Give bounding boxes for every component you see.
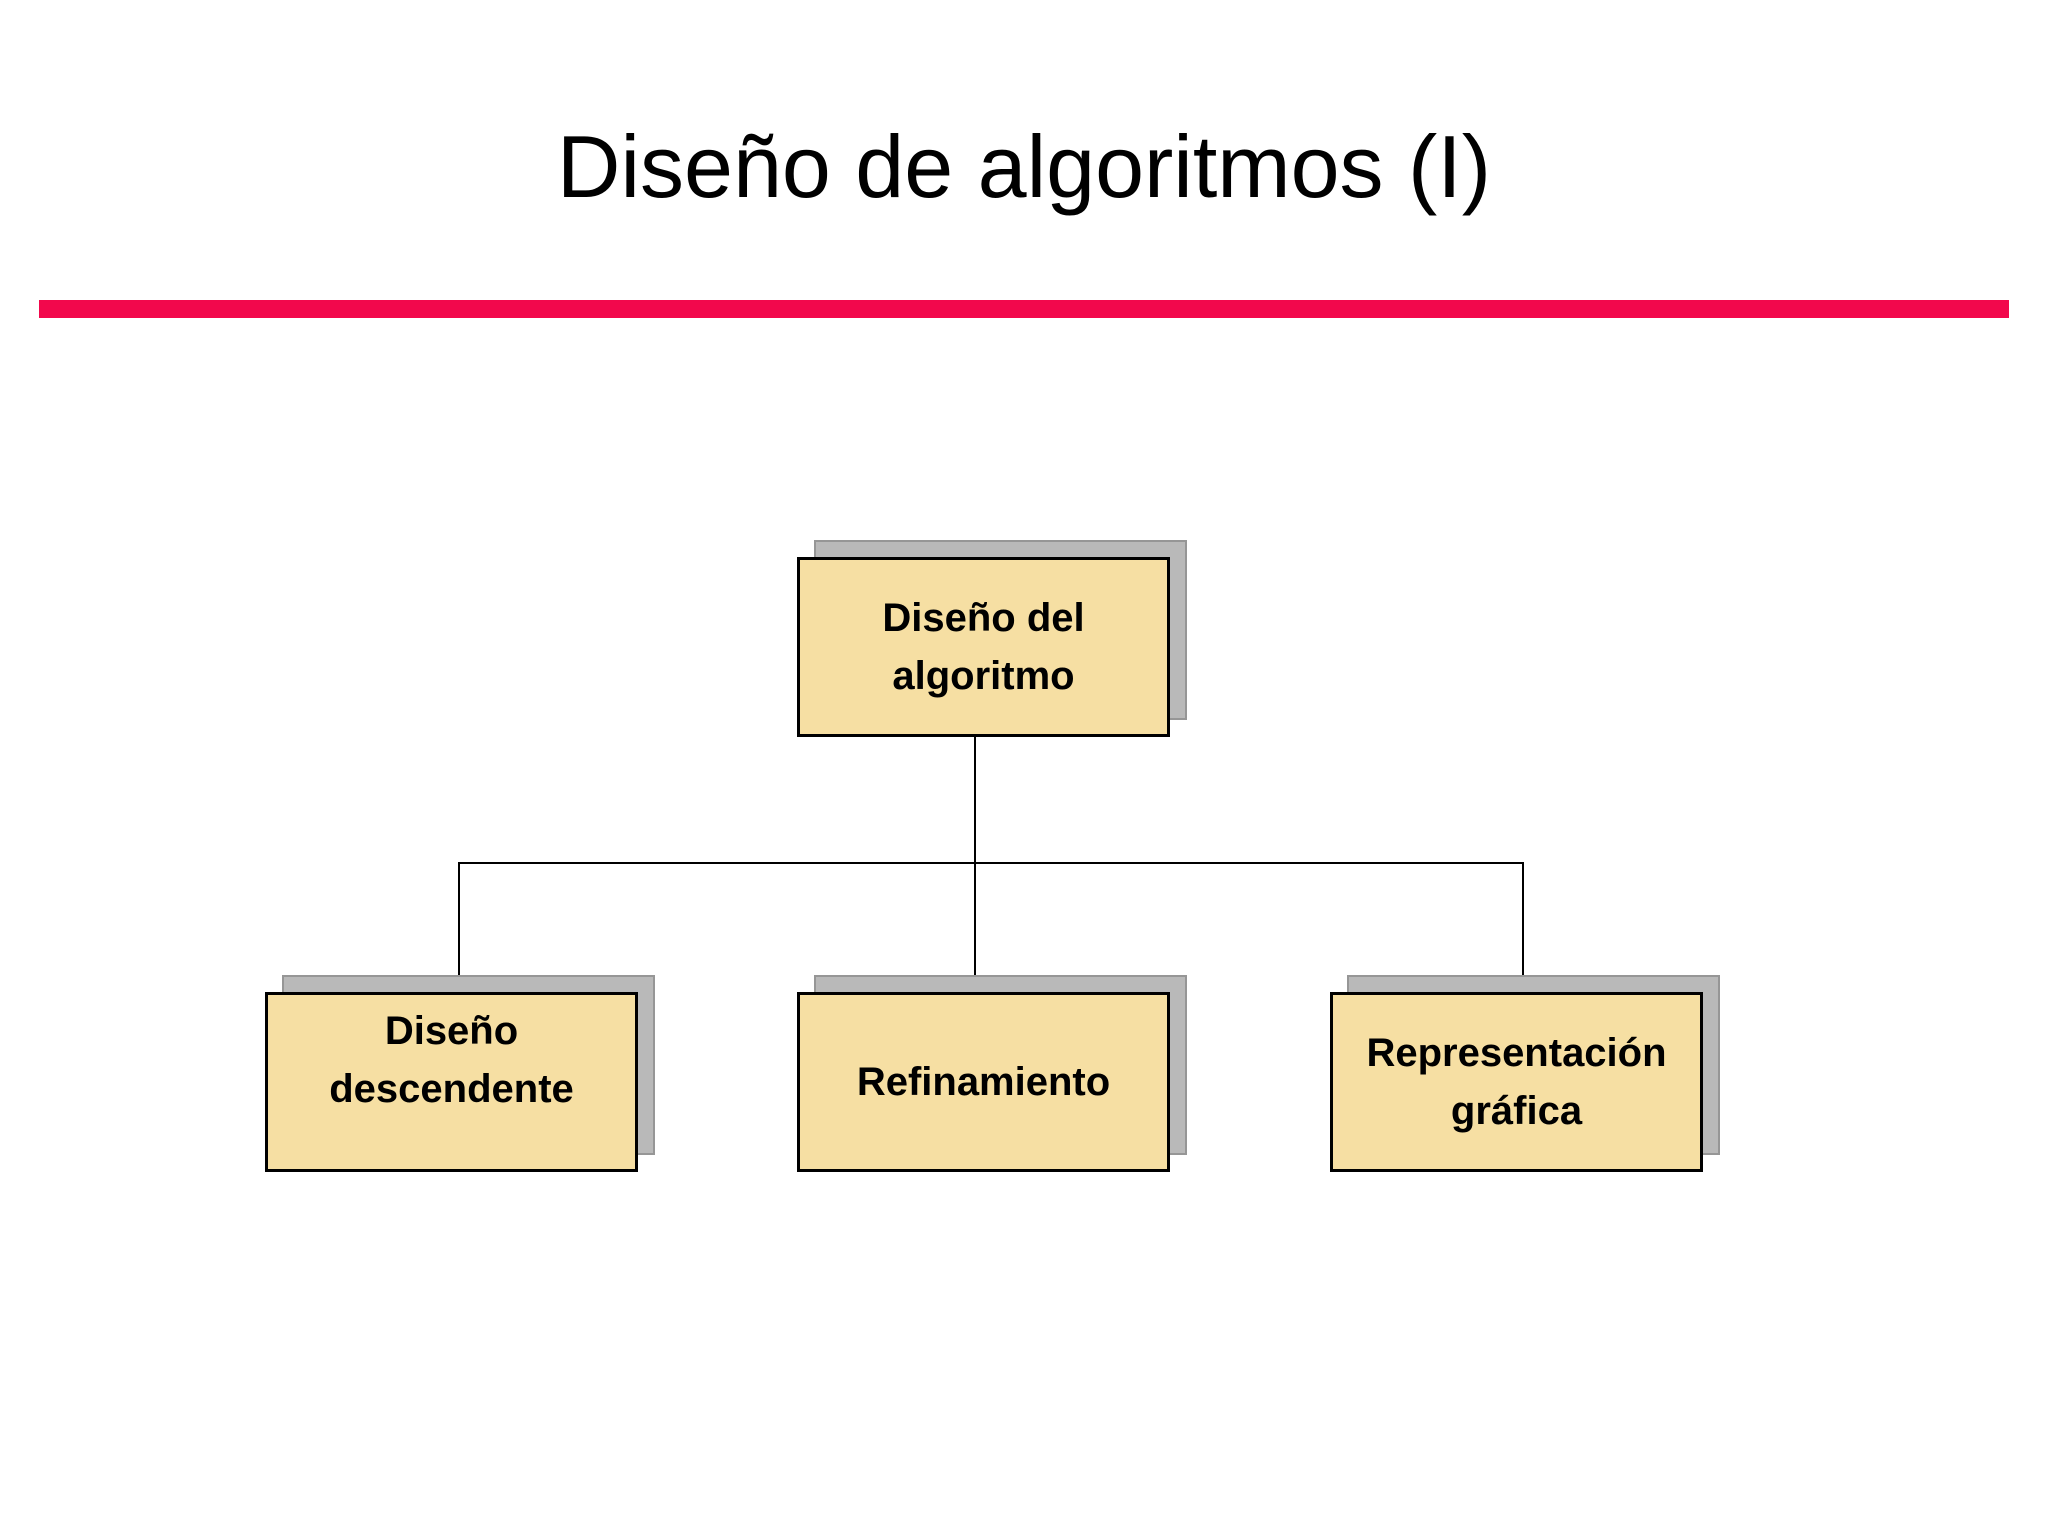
node-box-diseno-del-algoritmo: Diseño del algoritmo bbox=[797, 557, 1170, 737]
node-label-line: Diseño bbox=[384, 1009, 519, 1053]
connector-drop-left bbox=[458, 862, 460, 992]
node-label-line: Representación bbox=[1366, 1031, 1667, 1075]
node-box-representacion-grafica: Representación gráfica bbox=[1330, 992, 1703, 1172]
node-box-diseno-descendente: Diseño descendente bbox=[265, 992, 638, 1172]
node-label-line: descendente bbox=[329, 1067, 574, 1111]
node-box-refinamiento: Refinamiento bbox=[797, 992, 1170, 1172]
connector-drop-right bbox=[1522, 862, 1524, 992]
connector-horizontal bbox=[458, 862, 1524, 864]
node-diseno-descendente: Diseño descendente bbox=[265, 975, 655, 1172]
connector-drop-center bbox=[974, 862, 976, 992]
node-representacion-grafica: Representación gráfica bbox=[1330, 975, 1720, 1172]
node-diseno-del-algoritmo: Diseño del algoritmo bbox=[797, 540, 1187, 737]
node-label-line: Refinamiento bbox=[856, 1060, 1111, 1104]
node-refinamiento: Refinamiento bbox=[797, 975, 1187, 1172]
accent-divider bbox=[39, 300, 2009, 318]
slide-title: Diseño de algoritmos (I) bbox=[556, 117, 1492, 216]
connector-trunk bbox=[974, 737, 976, 863]
node-label-line: algoritmo bbox=[892, 654, 1075, 698]
node-label-line: gráfica bbox=[1450, 1089, 1583, 1133]
node-label-line: Diseño del bbox=[882, 596, 1085, 640]
